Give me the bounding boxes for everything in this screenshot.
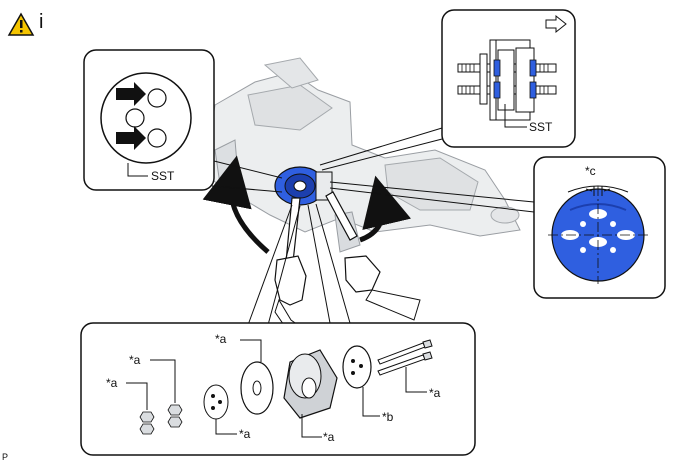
direction-arrow-icon xyxy=(545,14,567,34)
callout-c: *c xyxy=(585,164,596,178)
sst-holder xyxy=(283,349,338,419)
detail-box-sst-section: SST xyxy=(441,9,576,148)
leader-bottom xyxy=(247,204,301,326)
nut-pair-right xyxy=(167,404,183,428)
callout-a-holder: *a xyxy=(323,430,335,444)
sst-label-top: SST xyxy=(529,120,553,134)
leader-bottom-2 xyxy=(307,203,351,324)
long-bolts xyxy=(377,339,433,376)
leader-right xyxy=(329,181,535,213)
nut-pair-left xyxy=(139,411,155,435)
leader-left xyxy=(209,159,283,193)
arrow-icon xyxy=(116,82,146,106)
rotate-arrow-right xyxy=(359,175,412,243)
callout-a-left2: *a xyxy=(129,353,141,367)
callout-a-top: *a xyxy=(215,332,227,346)
wrench-right xyxy=(325,191,358,241)
figure-code: P xyxy=(2,452,8,462)
callout-a-left1: *a xyxy=(106,376,118,390)
callout-a-plate: *a xyxy=(239,427,251,441)
warning-letter: i xyxy=(39,11,43,33)
hub-with-sst xyxy=(274,166,333,206)
detail-box-sst-front: SST xyxy=(83,49,215,191)
hand-right xyxy=(344,255,421,321)
detail-box-exploded: *a *a *a *a *a *b xyxy=(80,322,476,456)
sst-label-left: SST xyxy=(151,169,175,183)
callout-b: *b xyxy=(382,410,394,424)
detail-box-hub-face: *c xyxy=(533,156,666,299)
leader-top-right xyxy=(319,127,447,171)
warning-icon xyxy=(7,12,35,36)
arrow-icon xyxy=(116,126,146,150)
callout-a-bolts: *a xyxy=(429,386,441,400)
rotate-arrow-left xyxy=(202,155,270,254)
